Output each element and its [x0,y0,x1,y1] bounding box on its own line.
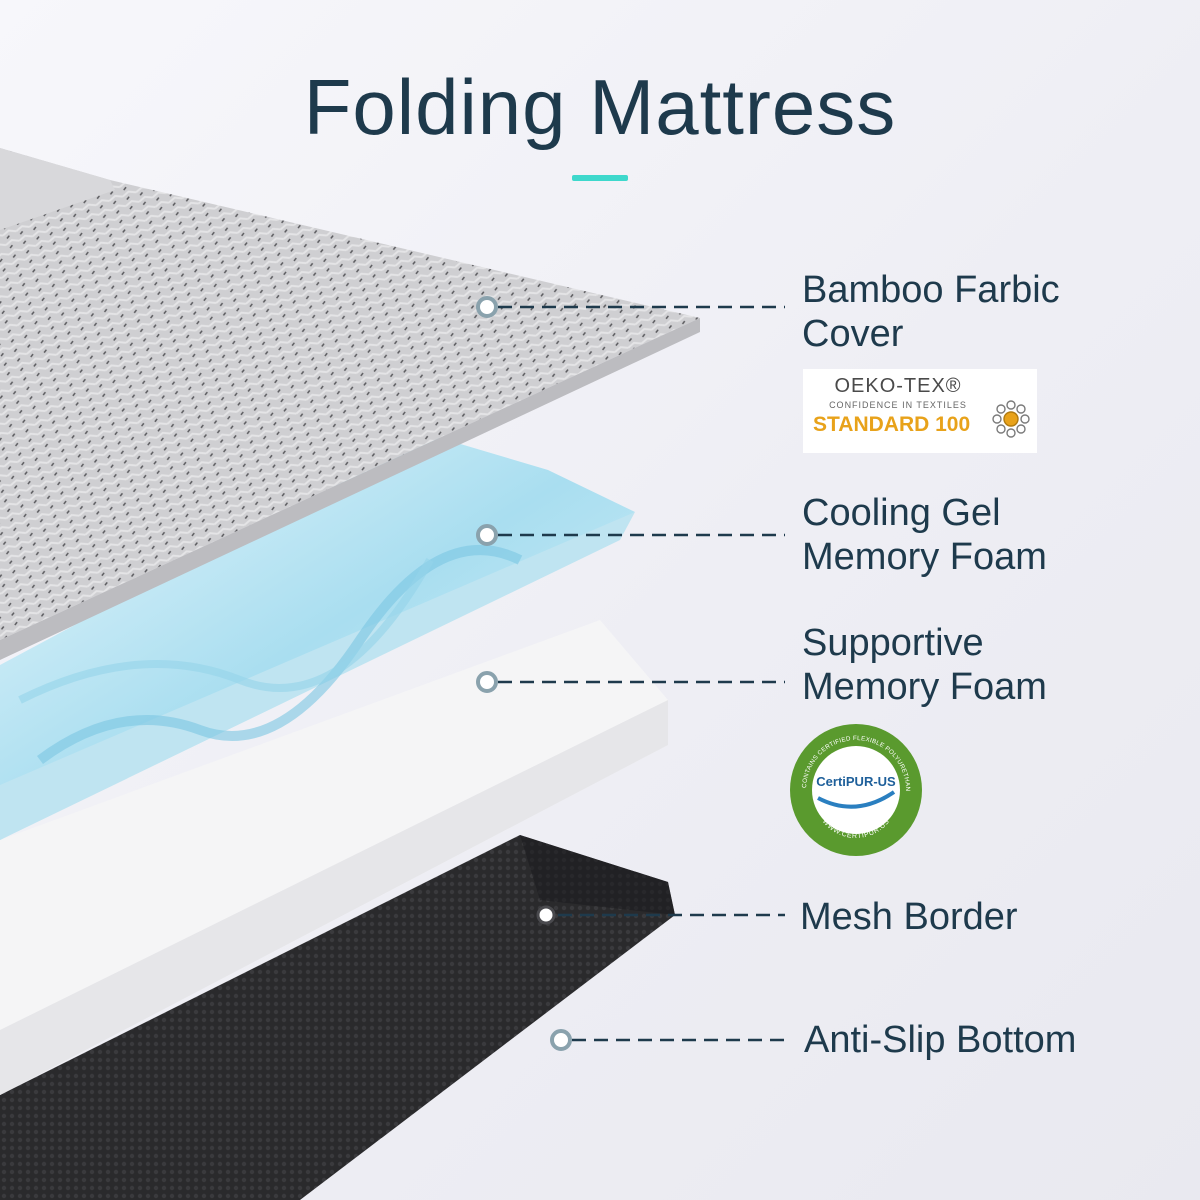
leader-dots [476,296,572,1051]
label-mesh-border: Mesh Border [800,896,1018,938]
title-accent-bar [572,175,628,181]
leader-lines [498,305,785,1042]
page-title: Folding Mattress [303,63,897,151]
certipur-brand: CertiPUR-US [816,774,896,789]
oeko-flower-icon [992,400,1030,438]
certipur-badge: CONTAINS CERTIFIED FLEXIBLE POLYURETHANE… [788,722,922,856]
bamboo-cover-layer [0,148,700,660]
label-anti-slip-bottom: Anti-Slip Bottom [804,1019,1077,1061]
oeko-tagline: CONFIDENCE IN TEXTILES [829,400,967,410]
oeko-tex-badge: OEKO-TEX® CONFIDENCE IN TEXTILES STANDAR… [803,369,1037,453]
oeko-brand: OEKO-TEX® [834,375,962,397]
oeko-standard: STANDARD 100 [813,413,971,436]
supportive-foam-layer [0,620,668,1095]
mesh-bottom-layer [0,835,675,1200]
